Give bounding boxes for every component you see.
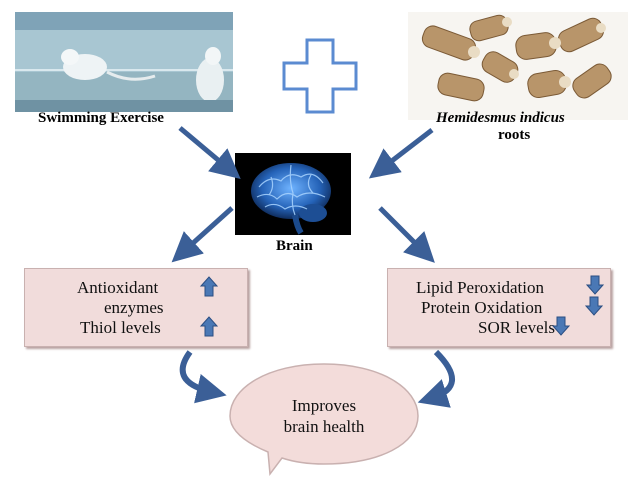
up-arrow-icon [199, 316, 219, 337]
plus-icon [282, 38, 358, 114]
outcome-line: Improves [291, 396, 357, 415]
brain-image [235, 153, 351, 235]
swimming-exercise-photo [15, 12, 233, 112]
brain-label: Brain [276, 238, 313, 254]
effect-line: Protein Oxidation [421, 298, 543, 317]
effect-line: Thiol levels [80, 318, 161, 337]
roots-to-brain-arrow [368, 128, 434, 179]
outcome-text: Improves brain health [244, 395, 404, 437]
left-effects-to-outcome-arrow [179, 350, 227, 404]
up-arrow-icon [199, 276, 219, 297]
down-arrow-icon [551, 316, 571, 336]
roots-part-caption: roots [498, 127, 531, 143]
oxidative-damage-box: Lipid Peroxidation Protein Oxidation SOR… [387, 268, 611, 347]
down-arrow-icon [584, 296, 604, 316]
swimming-exercise-caption: Swimming Exercise [38, 110, 164, 126]
roots-species-caption: Hemidesmus indicus [436, 110, 565, 126]
brain-to-right-effects-arrow [378, 206, 435, 263]
outcome-line: brain health [283, 417, 365, 436]
right-effects-to-outcome-arrow [417, 349, 455, 408]
effect-line: Antioxidant [77, 278, 159, 297]
hemidesmus-roots-photo [408, 12, 628, 120]
effect-line: SOR levels [478, 318, 555, 337]
effect-line: enzymes [104, 298, 164, 317]
outcome-speech-bubble [229, 363, 419, 477]
swimming-to-brain-arrow [178, 126, 241, 180]
effect-line: Lipid Peroxidation [416, 278, 544, 297]
down-arrow-icon [585, 275, 605, 295]
brain-to-left-effects-arrow [171, 206, 234, 263]
